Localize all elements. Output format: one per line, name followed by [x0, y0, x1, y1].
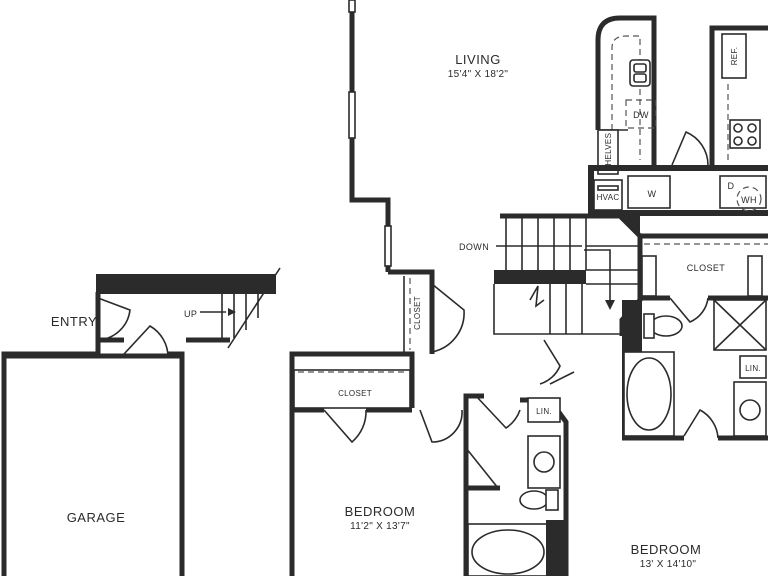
hvac-label: HVAC: [597, 193, 620, 202]
washer: [627, 175, 671, 209]
dishwasher-label: DW: [633, 110, 649, 120]
closet-vertical-label: CLOSET: [413, 296, 422, 330]
hvac-unit: [593, 179, 623, 211]
closet-bedroom-label: CLOSET: [338, 389, 372, 398]
master-suite: CLOSET LIN.: [622, 233, 768, 441]
living-room-name: LIVING: [455, 52, 501, 67]
bedroom-2-dims: 13' X 14'10": [640, 559, 697, 570]
kitchen: DW SHELVES REF.: [595, 15, 768, 175]
linen-bath-label: LIN.: [745, 364, 761, 373]
bedroom-1-name: BEDROOM: [345, 504, 416, 519]
vertical-closet: CLOSET: [388, 269, 465, 354]
stairs-down: DOWN: [459, 213, 643, 336]
shelves: [597, 129, 619, 175]
dryer-label: D: [728, 181, 735, 191]
laundry-row: HVAC W D WH: [588, 165, 768, 216]
water-heater: [736, 186, 762, 212]
bedroom-1-dims: 11'2" X 13'7": [350, 521, 410, 532]
bedroom-2-name: BEDROOM: [631, 542, 702, 557]
entry: UP: [1, 267, 281, 576]
living-west-wall: [348, 0, 392, 272]
dishwasher: [625, 99, 657, 129]
sink-icon: [739, 399, 761, 421]
entry-room-name: ENTRY: [51, 314, 97, 329]
linen-hall-label: LIN.: [536, 407, 552, 416]
garage-room-name: GARAGE: [67, 510, 126, 525]
window: [384, 225, 392, 267]
window: [348, 91, 356, 139]
hall-bath: LIN.: [463, 339, 575, 576]
refrigerator-label: REF.: [730, 47, 739, 66]
window: [348, 0, 356, 13]
closet-main-label: CLOSET: [687, 263, 726, 273]
living-room-dims: 15'4" X 18'2": [448, 69, 509, 80]
dryer: [719, 175, 767, 209]
linen-closet: [527, 397, 561, 423]
sink-icon: [533, 451, 555, 473]
linen-closet: [739, 355, 767, 379]
shelves-label: SHELVES: [604, 133, 613, 171]
washer-label: W: [648, 189, 657, 199]
up-label: UP: [184, 309, 197, 319]
toilet-icon: [519, 490, 549, 510]
bedroom-1: CLOSET: [289, 351, 463, 576]
water-heater-label: WH: [741, 195, 757, 205]
refrigerator: [721, 33, 747, 79]
down-label: DOWN: [459, 242, 489, 252]
